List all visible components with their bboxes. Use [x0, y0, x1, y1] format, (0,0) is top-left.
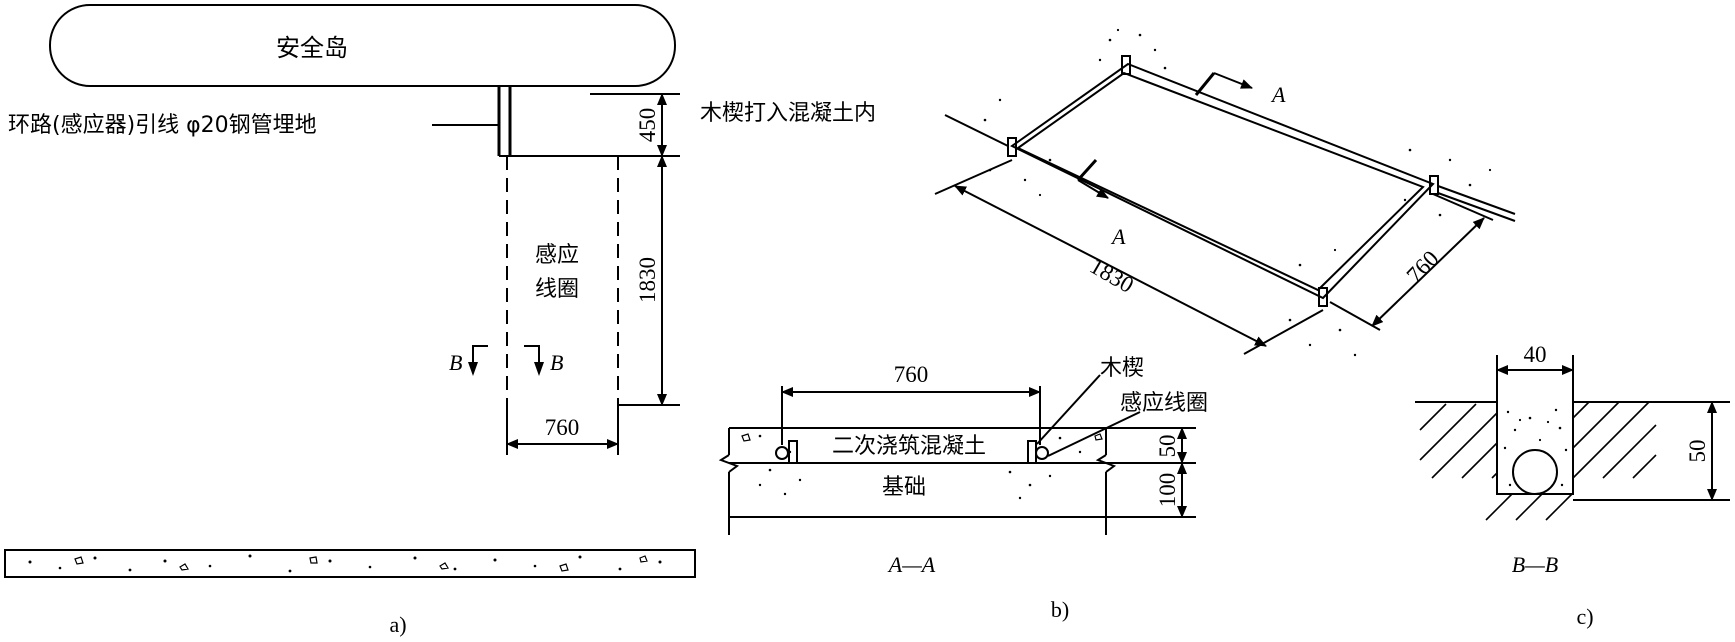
- safety-island-label: 安全岛: [276, 34, 348, 62]
- soil-hatching: [1419, 401, 1657, 521]
- dimension-760-iso: 760: [1402, 246, 1444, 288]
- part-b-isometric-view: 木楔打入混凝土内 A A 1830 760: [700, 28, 1516, 357]
- caption-c: c): [1576, 604, 1593, 629]
- dimension-50: 50: [1155, 435, 1180, 458]
- secondary-concrete-label: 二次浇筑混凝土: [832, 434, 986, 459]
- safety-island: [49, 4, 676, 87]
- section-b-b-title: B—B: [1512, 552, 1558, 577]
- svg-text:A: A: [1110, 224, 1126, 249]
- dimension-100: 100: [1155, 473, 1180, 508]
- section-aggregate: [741, 433, 1103, 500]
- foundation-label: 基础: [882, 475, 926, 500]
- section-mark-b-right: B: [524, 345, 563, 376]
- coil-label-line-2: 线圈: [535, 277, 579, 302]
- svg-text:B: B: [449, 350, 462, 375]
- coil-cable-section: [1512, 449, 1558, 495]
- caption-b: b): [1051, 597, 1069, 622]
- dimension-760: 760: [545, 415, 580, 440]
- ground-aggregate: [28, 554, 662, 573]
- lead-pipe: [497, 86, 512, 157]
- section-cut-a-bottom: A: [1076, 158, 1126, 249]
- section-mark-b-left: B: [449, 345, 488, 376]
- dimension-50-c: 50: [1685, 440, 1710, 463]
- svg-text:A: A: [1270, 82, 1286, 107]
- wedge-label: 木楔: [1100, 356, 1144, 381]
- wedge-label-leader: [944, 114, 1009, 147]
- svg-text:B: B: [550, 350, 563, 375]
- trench-fill-aggregate: [1503, 408, 1568, 487]
- coil-label-line-1: 感应: [535, 243, 579, 268]
- part-a-plan-view: 安全岛 环路(感应器)引线 φ20钢管埋地 感应 线圈 450 1830 760: [4, 4, 696, 637]
- dimension-1830: 1830: [635, 257, 660, 303]
- dimension-line-1830-iso: [954, 185, 1267, 347]
- dimension-line-760-iso: [1371, 217, 1485, 327]
- concrete-speckle: [983, 28, 1492, 357]
- wooden-wedges: [1007, 55, 1439, 307]
- part-b-section-a-a: 760 木楔 感应线圈 二次浇筑混凝土 基础 50 100 A—A b): [718, 356, 1208, 622]
- wedge-into-concrete-label: 木楔打入混凝土内: [700, 101, 876, 126]
- loop-frame: [1010, 62, 1435, 300]
- ground-strip: [4, 549, 696, 578]
- section-a-a-title: A—A: [887, 552, 936, 577]
- dimension-450: 450: [635, 108, 660, 143]
- section-cut-a-top: A: [1194, 72, 1286, 107]
- dimension-760-section: 760: [894, 362, 929, 387]
- wedge-right: [1027, 440, 1049, 464]
- dimension-40: 40: [1524, 342, 1547, 367]
- caption-a: a): [389, 612, 406, 637]
- coil-label: 感应线圈: [1120, 391, 1208, 416]
- wedge-left: [775, 440, 798, 464]
- lead-pipe-label: 环路(感应器)引线 φ20钢管埋地: [8, 113, 317, 138]
- dimension-1830-iso: 1830: [1086, 253, 1138, 298]
- part-c-section-b-b: 40 50 B—B c): [1415, 342, 1730, 629]
- coil-outline: [506, 156, 619, 405]
